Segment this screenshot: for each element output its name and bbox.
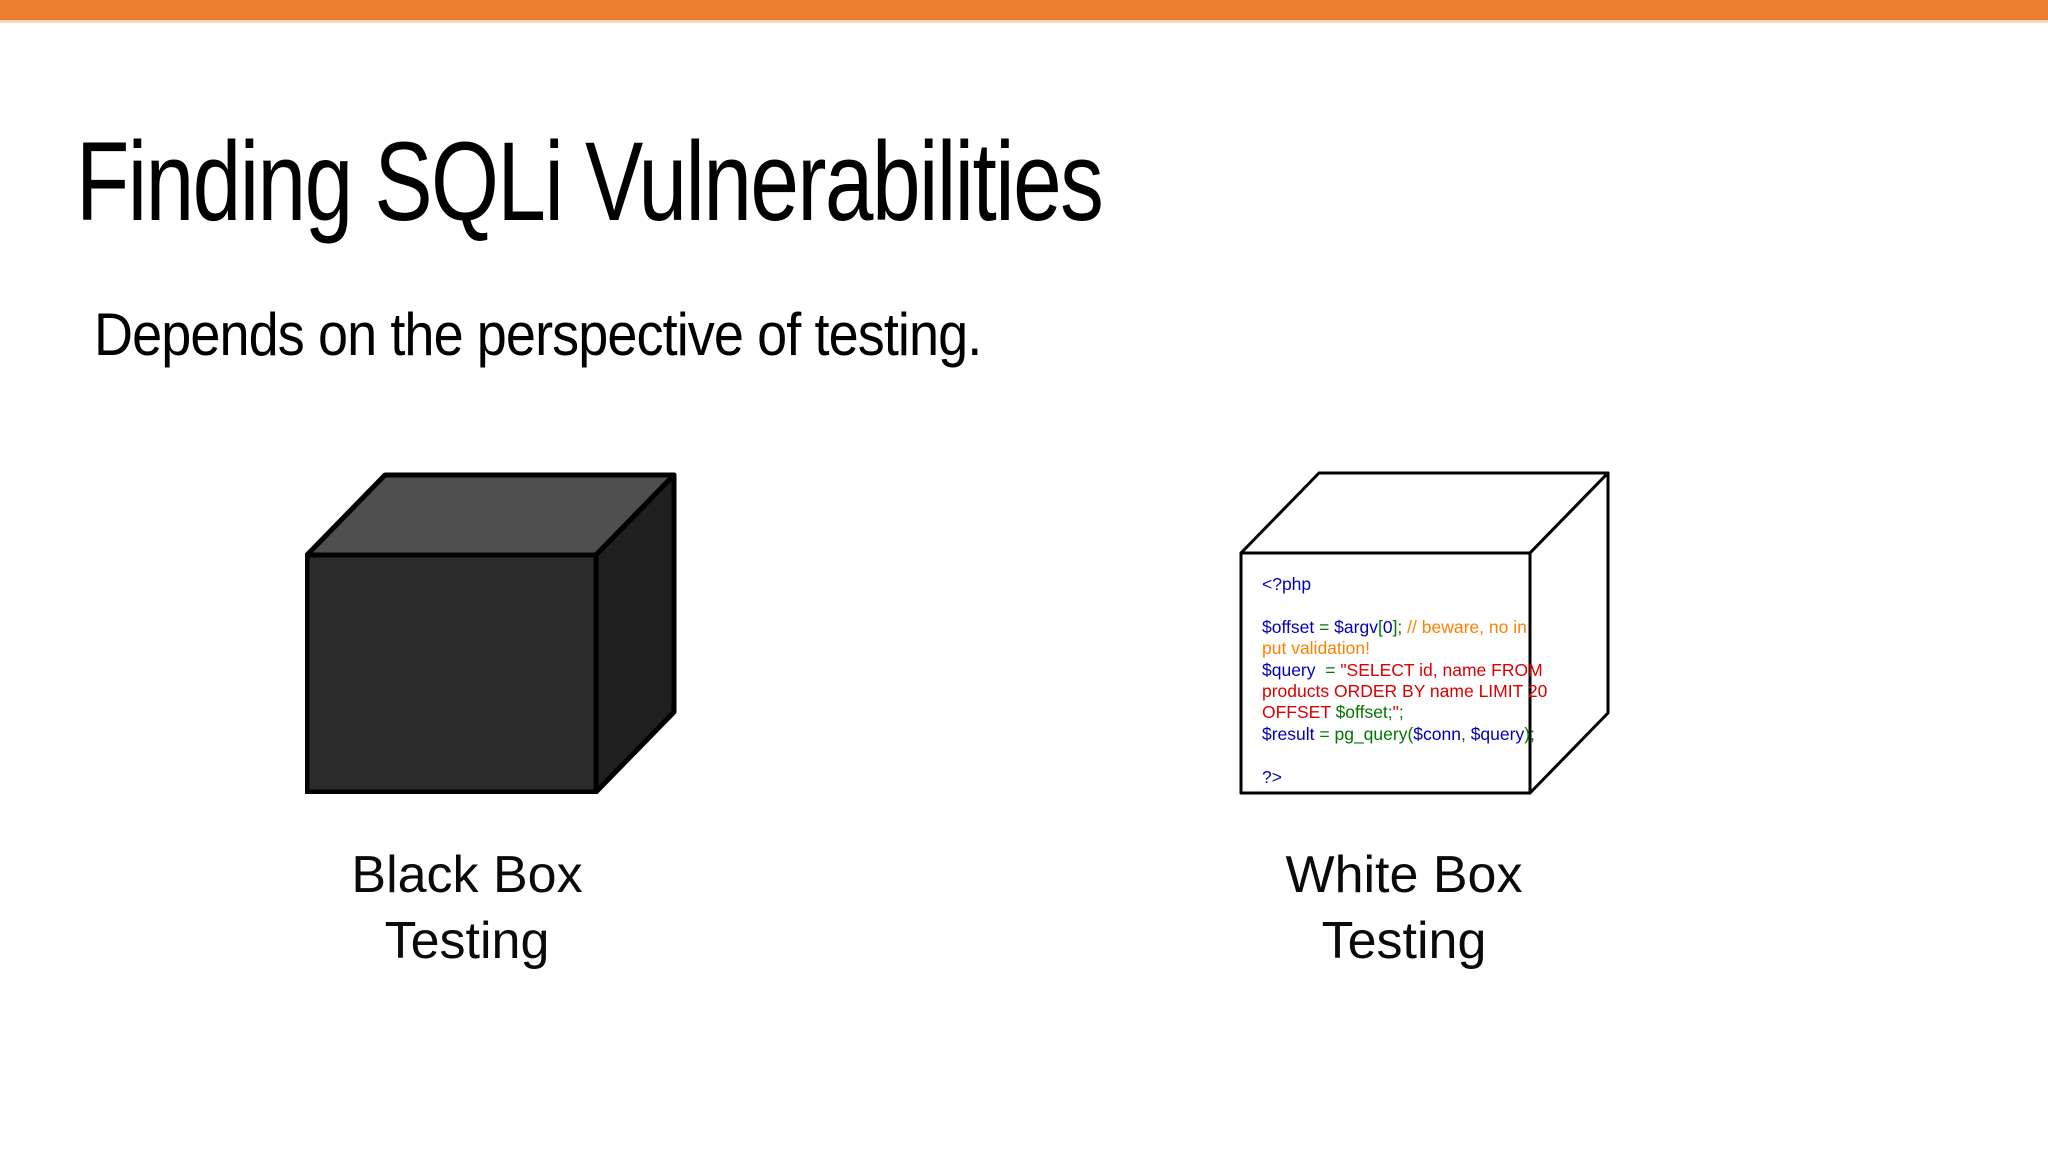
black-box-graphic <box>305 472 677 794</box>
white-box-front-face <box>1239 551 1532 795</box>
black-box-front-face <box>305 552 599 794</box>
black-box-label: Black Box Testing <box>267 842 667 974</box>
black-box-label-line1: Black Box <box>351 846 583 904</box>
white-box-graphic <box>1239 471 1610 795</box>
slide-title: Finding SQLi Vulnerabilities <box>76 119 1104 244</box>
white-box-label-line1: White Box <box>1285 846 1523 904</box>
top-accent-bar <box>0 0 2048 20</box>
white-box-label-line2: Testing <box>1321 912 1487 970</box>
black-box-label-line2: Testing <box>384 912 550 970</box>
php-code-snippet: <?php $offset = $argv[0]; // beware, no … <box>1262 574 1548 787</box>
white-box-label: White Box Testing <box>1204 842 1604 974</box>
top-accent-bar-glow <box>0 20 2048 23</box>
slide-subtitle: Depends on the perspective of testing. <box>94 301 982 368</box>
